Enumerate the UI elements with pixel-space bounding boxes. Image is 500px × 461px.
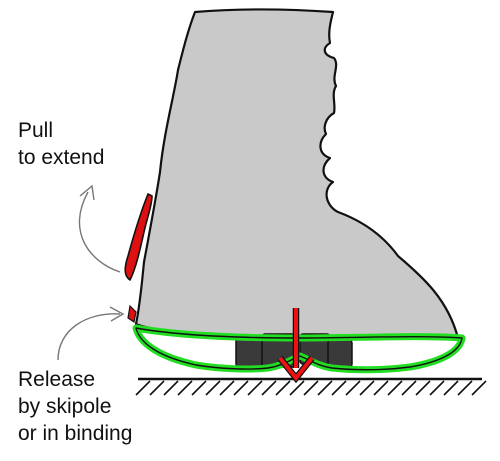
sole-tread-blocks xyxy=(235,333,353,368)
red-release-tab xyxy=(127,304,137,323)
curved-arrow-icon xyxy=(78,184,121,273)
release-label-line-1: Release xyxy=(18,368,96,391)
pull-label-line-1: Pull xyxy=(18,119,54,142)
pull-label-line-2: to extend xyxy=(18,146,105,169)
release-label-line-2: by skipole xyxy=(18,395,112,418)
curved-arrow-icon-release xyxy=(57,306,125,361)
down-arrow-icon xyxy=(277,308,315,384)
ground-hatch xyxy=(135,377,487,396)
pull-to-extend-label: Pull to extend xyxy=(18,117,104,171)
red-heel-strap xyxy=(124,193,153,281)
green-sole-outline xyxy=(135,327,463,371)
release-label-line-3: or in binding xyxy=(18,422,133,445)
boot-shell xyxy=(134,8,460,340)
release-label: Release by skipole or in binding xyxy=(18,366,132,447)
